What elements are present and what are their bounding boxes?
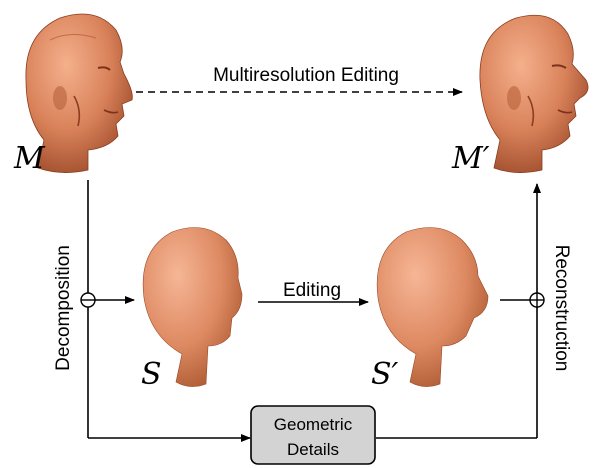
circle-plus-icon xyxy=(529,292,545,308)
symbol-s-prime: S′ xyxy=(371,357,399,392)
symbol-m: M xyxy=(13,141,46,176)
reconstruction-label: Reconstruction xyxy=(551,245,572,372)
detailed-head-icon xyxy=(25,13,133,173)
geometric-details-line2: Details xyxy=(287,440,339,459)
geometric-details-box xyxy=(250,405,376,465)
edited-detailed-head-icon xyxy=(479,14,589,173)
multires-label: Multiresolution Editing xyxy=(213,65,399,86)
edited-smooth-head-icon xyxy=(376,227,489,387)
circle-plus-icon xyxy=(80,292,96,308)
symbol-s: S xyxy=(141,357,162,392)
smooth-head-icon xyxy=(142,227,243,387)
geometric-details-line1: Geometric xyxy=(274,415,353,434)
symbol-m-prime: M′ xyxy=(451,141,490,176)
decomposition-label: Decomposition xyxy=(53,245,74,371)
editing-label: Editing xyxy=(283,280,341,301)
